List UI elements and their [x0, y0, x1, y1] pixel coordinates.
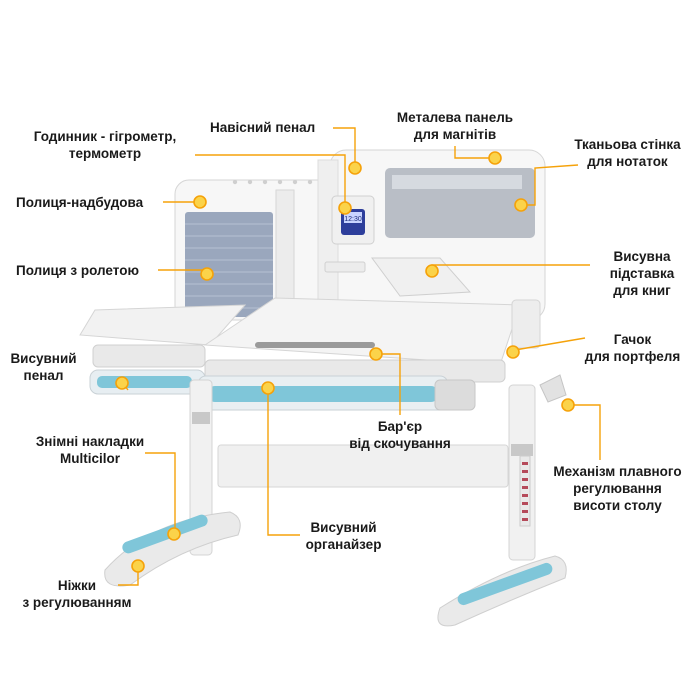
right-post	[511, 299, 541, 349]
label-legs-line-2: з регулюванням	[22, 595, 132, 610]
label-book-stand-line-2: підставка	[609, 266, 675, 281]
top-shelf-dots	[232, 179, 313, 185]
label-covers-line-2: Multicilor	[60, 451, 120, 466]
label-clock-line-1: Годинник - гігрометр,	[33, 129, 177, 144]
label-metal-panel-line-1: Металева панель	[396, 110, 514, 125]
callout-markers	[115, 151, 575, 573]
label-bag-hook: Гачок для портфеля	[570, 331, 695, 365]
label-pull-out-pencil-line-1: Висувний	[10, 351, 77, 366]
label-pull-out-pencil: Висувний пенал	[6, 350, 81, 384]
label-book-stand-line-1: Висувна	[613, 249, 671, 264]
label-height-mechanism-line-1: Механізм плавного	[553, 464, 682, 479]
marker-mechanism	[561, 398, 575, 412]
label-fabric-wall-line-2: для нотаток	[587, 154, 668, 169]
label-height-mechanism-line-3: висоти столу	[573, 498, 662, 513]
marker-legs	[131, 559, 145, 573]
label-height-mechanism: Механізм плавного регулювання висоти сто…	[545, 463, 690, 514]
label-barrier-line-2: від скочування	[349, 436, 451, 451]
pencil-drawer-teal	[97, 376, 192, 388]
marker-pull-out-pencil	[115, 376, 129, 390]
marker-roller	[200, 267, 214, 281]
label-clock: Годинник - гігрометр, термометр	[20, 128, 190, 162]
label-book-stand: Висувна підставка для книг	[592, 248, 692, 299]
marker-book-stand	[425, 264, 439, 278]
marker-top-shelf	[193, 195, 207, 209]
marker-metal-panel	[488, 151, 502, 165]
small-shelf	[324, 261, 366, 273]
label-organizer-line-1: Висувний	[310, 520, 377, 535]
label-metal-panel: Металева панель для магнітів	[385, 109, 525, 143]
roller-lines	[185, 223, 273, 309]
marker-barrier	[369, 347, 383, 361]
height-scale	[519, 455, 531, 527]
label-bag-hook-line-2: для портфеля	[584, 349, 681, 364]
label-fabric-wall-line-1: Тканьова стінка	[574, 137, 681, 152]
desk-edge-left	[92, 344, 206, 368]
label-top-shelf-line-1: Полиця-надбудова	[16, 195, 144, 210]
label-roller-shelf: Полиця з ролетою	[16, 262, 139, 279]
book-stand	[371, 257, 472, 297]
left-leg-band	[192, 412, 210, 424]
label-barrier-line-1: Бар'єр	[377, 419, 423, 434]
right-leg-band	[511, 444, 533, 456]
label-covers: Знімні накладки Multicilor	[20, 433, 160, 467]
marker-bag-hook	[506, 345, 520, 359]
marker-fabric	[514, 198, 528, 212]
left-foot-pad	[122, 514, 208, 554]
clock-screen	[344, 212, 362, 223]
marker-clock	[338, 201, 352, 215]
label-height-mechanism-line-2: регулювання	[573, 481, 662, 496]
label-clock-line-2: термометр	[68, 146, 142, 161]
label-metal-panel-line-2: для магнітів	[413, 127, 497, 142]
organizer-teal	[208, 386, 438, 402]
label-legs: Ніжки з регулюванням	[12, 577, 142, 611]
label-organizer: Висувний органайзер	[296, 519, 391, 553]
label-pull-out-pencil-line-2: пенал	[23, 368, 64, 383]
label-roller-shelf-line-1: Полиця з ролетою	[16, 263, 139, 278]
scale-marks	[522, 462, 528, 521]
clock-display: 12:30	[344, 216, 362, 223]
right-foot-pad	[457, 562, 553, 606]
label-barrier: Бар'єр від скочування	[335, 418, 465, 452]
label-legs-line-1: Ніжки	[57, 578, 97, 593]
marker-covers	[167, 527, 181, 541]
label-pencil-case: Навісний пенал	[210, 119, 315, 136]
barrier-bar	[255, 342, 375, 348]
crank-handle	[539, 374, 567, 403]
marker-pencil-case	[348, 161, 362, 175]
label-bag-hook-line-1: Гачок	[613, 332, 652, 347]
label-covers-line-1: Знімні накладки	[35, 434, 145, 449]
label-organizer-line-2: органайзер	[305, 537, 382, 552]
lock-box	[434, 379, 476, 411]
metal-panel-strip	[392, 175, 522, 189]
label-book-stand-line-3: для книг	[613, 283, 671, 298]
crossbar	[217, 444, 509, 488]
label-pencil-case-line-1: Навісний пенал	[210, 120, 316, 135]
label-fabric-wall: Тканьова стінка для нотаток	[560, 136, 695, 170]
label-top-shelf: Полиця-надбудова	[16, 194, 143, 211]
roller-shutter	[185, 212, 273, 317]
marker-organizer	[261, 381, 275, 395]
left-desktop	[79, 304, 247, 346]
